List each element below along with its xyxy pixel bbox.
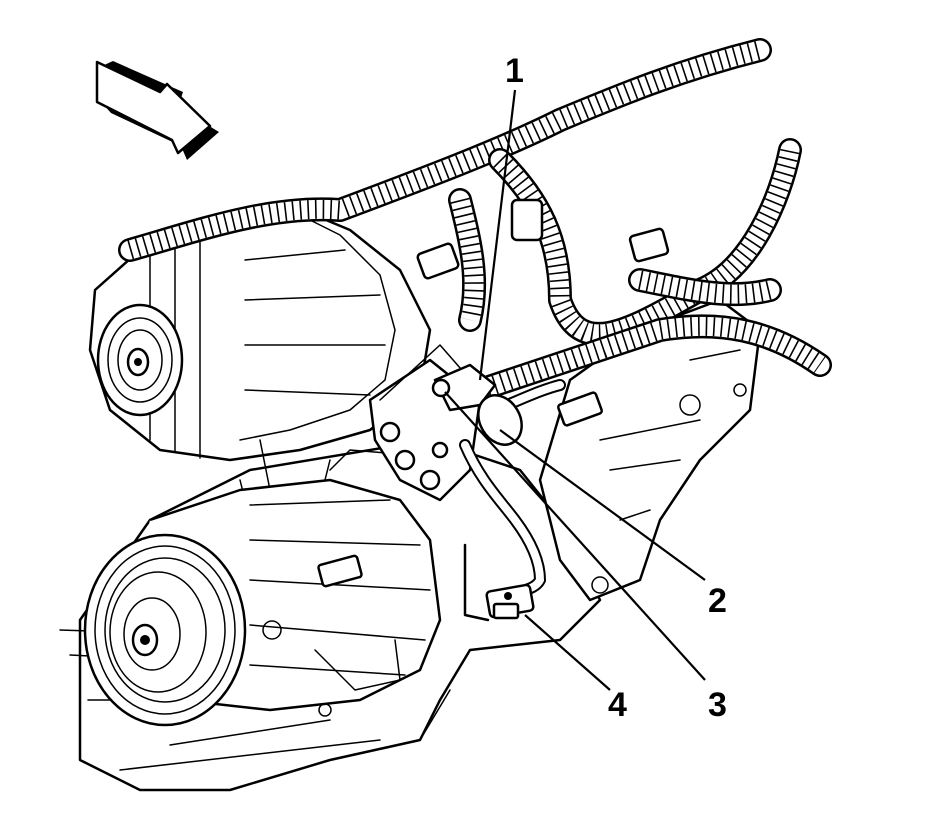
engine-bracket [538,298,762,602]
callout-3: 3 [708,686,727,724]
generator [88,203,432,531]
leader-lines [444,89,706,691]
leader-line-1 [478,89,517,381]
sensor-device [485,583,535,620]
wiring-harness [118,38,832,402]
harness-connectors [416,198,670,427]
leader-line-2 [499,429,706,581]
leader-line-3 [444,391,706,681]
leader-line-4 [524,614,611,691]
sensor-bracket [463,543,490,622]
callout-4: 4 [608,686,627,724]
callout-2: 2 [708,582,727,620]
direction-arrow-icon [95,60,219,160]
ac-compressor [83,449,442,727]
callout-1: 1 [505,52,524,90]
